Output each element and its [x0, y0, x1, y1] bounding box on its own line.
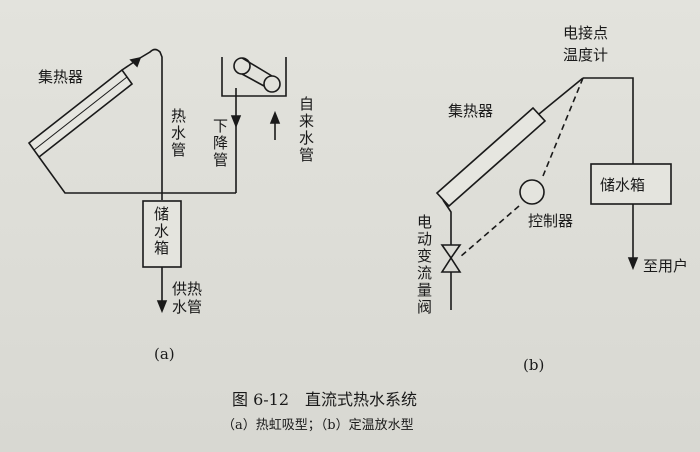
controller-label: 控制器 — [528, 212, 574, 230]
arrowhead-a-outlet — [129, 56, 142, 68]
arrowhead-tap — [269, 110, 281, 124]
arrowhead-to-user — [627, 257, 639, 271]
collector-outlet-pipe-b — [538, 77, 584, 115]
collector-label-a: 集热器 — [38, 68, 84, 86]
arrowhead-down — [230, 115, 242, 129]
panel-label-a: (a) — [154, 345, 175, 363]
to-user-label: 至用户 — [643, 257, 689, 275]
signal-line-valve — [459, 205, 520, 258]
panel-label-b: (b) — [523, 356, 545, 374]
collector-a — [27, 68, 134, 159]
thermometer-label-line1: 电接点 — [563, 24, 609, 42]
hot-water-pipe — [139, 48, 163, 200]
storage-tank-label-a: 储水箱 — [153, 205, 169, 257]
collector-label-b: 集热器 — [448, 102, 494, 120]
figure-subtitle: （a）热虹吸型；（b）定温放水型 — [222, 418, 414, 433]
down-pipe-label: 下降管 — [212, 117, 228, 169]
thermometer-label-line2: 温度计 — [563, 46, 609, 64]
inlet-pipe-b-upper — [442, 199, 452, 245]
storage-tank-label-b: 储水箱 — [600, 176, 646, 194]
signal-line-thermo — [542, 77, 584, 177]
tap-water-tank — [221, 57, 287, 97]
storage-tank-b — [590, 163, 672, 205]
valve-label: 电动变流量阀 — [416, 213, 432, 316]
valve-symbol — [440, 244, 462, 273]
return-pipe — [38, 156, 236, 194]
arrowhead-supply — [156, 300, 168, 314]
figure-title: 图 6-12 直流式热水系统 — [232, 390, 418, 409]
storage-tank-a — [142, 200, 182, 268]
controller-circle — [519, 179, 545, 205]
tap-water-pipe-label: 自来水管 — [298, 95, 314, 164]
outlet-pipe-to-tank — [583, 77, 634, 164]
supply-pipe-label: 供热水管 — [172, 280, 203, 316]
hot-water-pipe-label: 热水管 — [170, 107, 186, 159]
